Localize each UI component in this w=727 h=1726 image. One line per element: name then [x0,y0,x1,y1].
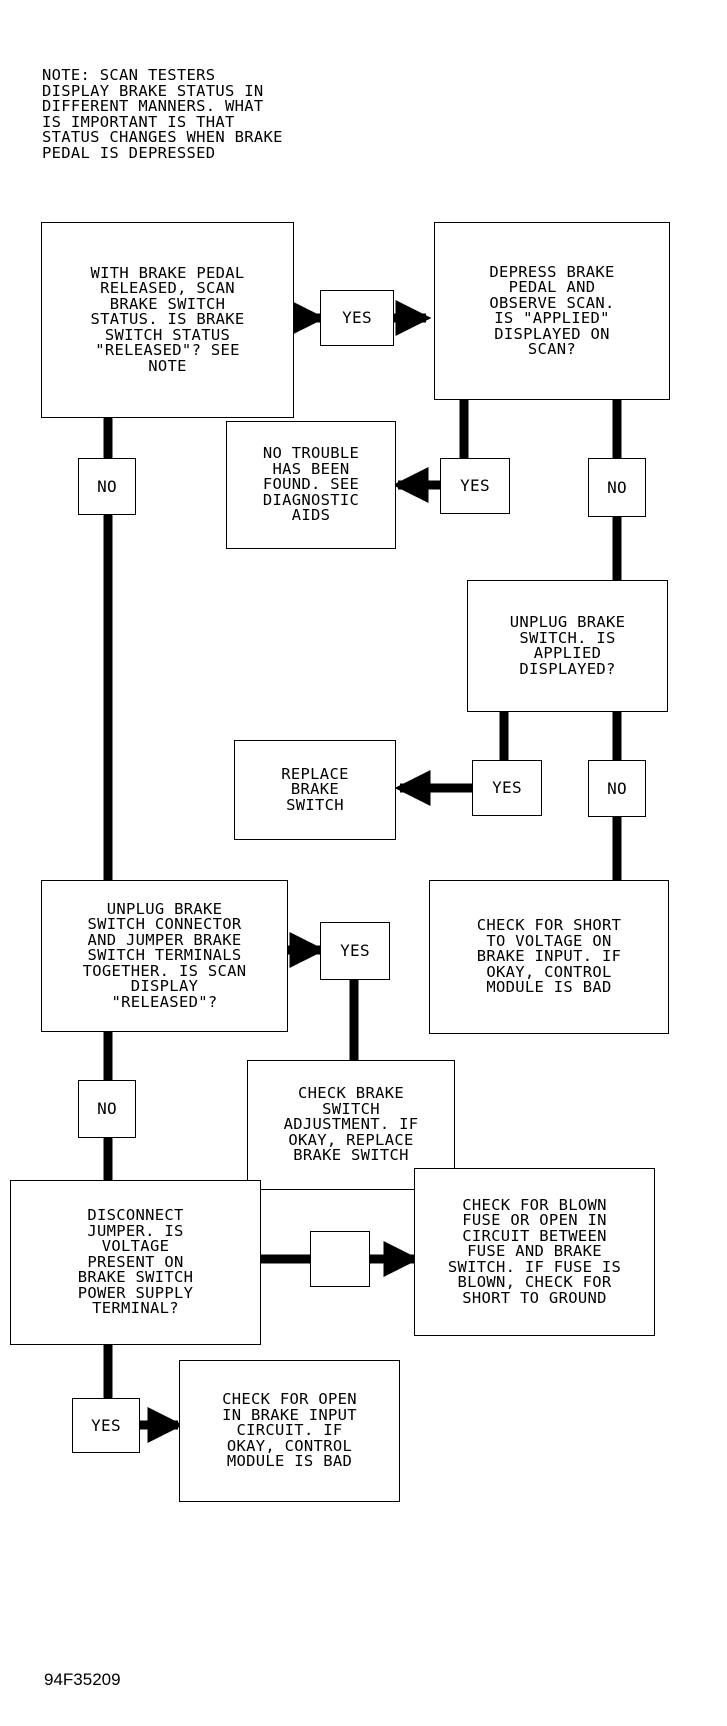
label-yes-voltage: YES [72,1398,140,1453]
decision-unplug-switch-text: UNPLUG BRAKE SWITCH. IS APPLIED DISPLAYE… [509,613,626,678]
label-yes-jumper-text: YES [340,941,370,961]
label-no-jumper: NO [78,1080,136,1138]
label-yes-unplug-text: YES [492,778,522,798]
result-no-trouble: NO TROUBLE HAS BEEN FOUND. SEE DIAGNOSTI… [226,421,396,549]
label-yes-released-text: YES [342,308,372,328]
action-replace-switch: REPLACE BRAKE SWITCH [234,740,396,840]
label-yes-unplug: YES [472,760,542,816]
decision-brake-released: WITH BRAKE PEDAL RELEASED, SCAN BRAKE SW… [41,222,294,418]
label-no-unplug: NO [588,760,646,817]
label-no-applied: NO [588,458,646,517]
action-check-short-voltage: CHECK FOR SHORT TO VOLTAGE ON BRAKE INPU… [429,880,669,1034]
label-yes-applied: YES [440,458,510,514]
decision-brake-applied: DEPRESS BRAKE PEDAL AND OBSERVE SCAN. IS… [434,222,670,400]
decision-brake-applied-text: DEPRESS BRAKE PEDAL AND OBSERVE SCAN. IS… [489,262,615,358]
decision-unplug-switch: UNPLUG BRAKE SWITCH. IS APPLIED DISPLAYE… [467,580,668,712]
label-yes-released: YES [320,290,394,346]
label-no-applied-text: NO [607,477,627,497]
decision-brake-released-text: WITH BRAKE PEDAL RELEASED, SCAN BRAKE SW… [90,263,245,375]
action-check-adjustment-text: CHECK BRAKE SWITCH ADJUSTMENT. IF OKAY, … [283,1084,419,1165]
label-yes-jumper: YES [320,922,390,980]
action-replace-switch-text: REPLACE BRAKE SWITCH [281,764,349,814]
action-check-fuse: CHECK FOR BLOWN FUSE OR OPEN IN CIRCUIT … [414,1168,655,1336]
result-no-trouble-text: NO TROUBLE HAS BEEN FOUND. SEE DIAGNOSTI… [262,444,360,525]
label-no-voltage [310,1231,370,1287]
label-yes-voltage-text: YES [91,1415,121,1435]
action-check-open-circuit: CHECK FOR OPEN IN BRAKE INPUT CIRCUIT. I… [179,1360,400,1502]
label-no-jumper-text: NO [97,1099,117,1119]
decision-jumper-terminals-text: UNPLUG BRAKE SWITCH CONNECTOR AND JUMPER… [82,899,247,1011]
action-check-short-voltage-text: CHECK FOR SHORT TO VOLTAGE ON BRAKE INPU… [476,916,622,997]
label-no-unplug-text: NO [607,778,627,798]
label-yes-applied-text: YES [460,476,490,496]
decision-voltage-present: DISCONNECT JUMPER. IS VOLTAGE PRESENT ON… [10,1180,261,1345]
figure-id: 94F35209 [44,1670,121,1689]
decision-voltage-present-text: DISCONNECT JUMPER. IS VOLTAGE PRESENT ON… [77,1206,194,1318]
label-no-released: NO [78,458,136,515]
label-no-released-text: NO [97,476,117,496]
scan-tester-note: NOTE: SCAN TESTERS DISPLAY BRAKE STATUS … [42,66,283,162]
action-check-fuse-text: CHECK FOR BLOWN FUSE OR OPEN IN CIRCUIT … [447,1195,622,1307]
action-check-open-circuit-text: CHECK FOR OPEN IN BRAKE INPUT CIRCUIT. I… [222,1390,357,1471]
decision-jumper-terminals: UNPLUG BRAKE SWITCH CONNECTOR AND JUMPER… [41,880,288,1032]
